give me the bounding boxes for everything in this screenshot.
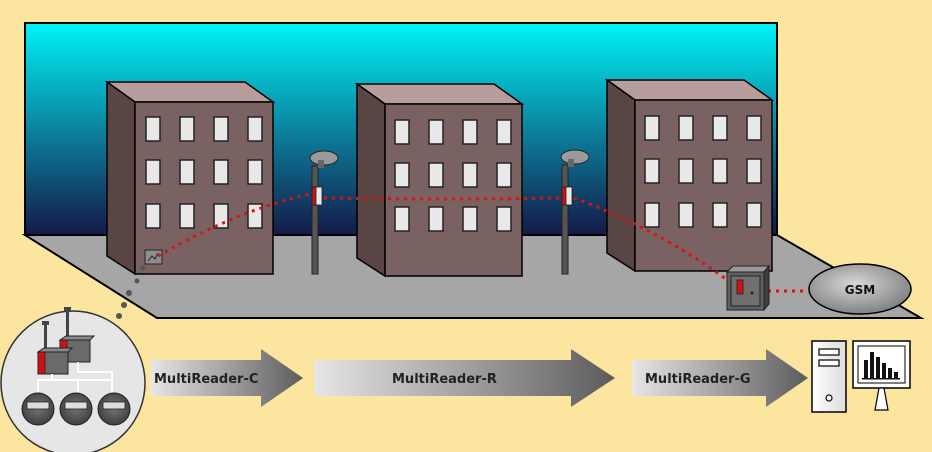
building-left-windows [145,116,263,229]
arrow-g-label: MultiReader-G [645,372,751,387]
multireader-g-cabinet-icon [725,264,771,312]
multireader-c-device-icon [144,249,163,265]
street-lamp-icon [309,150,339,275]
meter-icon [21,392,55,426]
meter-wiring [37,362,113,396]
gsm-network: GSM [808,263,912,315]
radio-link-r2-to-g [573,196,731,284]
arrow-multireader-r: MultiReader-R [314,349,615,407]
detail-connector-dots [116,265,146,319]
building-middle [354,82,525,278]
building-left [104,80,276,276]
monitor-chart-icon [852,340,911,411]
multireader-c-device-icon [36,347,74,375]
arrow-multireader-g: MultiReader-G [632,349,808,407]
gsm-label: GSM [845,283,875,297]
server-tower-icon [811,340,847,413]
meter-icon [59,392,93,426]
radio-links [157,192,806,293]
street-lamp-icon [560,149,590,275]
arrow-multireader-c: MultiReader-C [151,349,303,407]
arrow-r-label: MultiReader-R [392,372,497,387]
meter-icon [97,392,131,426]
building-right-windows [644,115,762,228]
building-middle-windows [394,119,512,232]
multireader-r-device-icon [311,186,323,206]
multireader-r-device-icon [561,186,573,206]
arrow-c-label: MultiReader-C [154,372,258,387]
building-right [604,78,775,273]
meter-detail-panel [0,307,146,452]
